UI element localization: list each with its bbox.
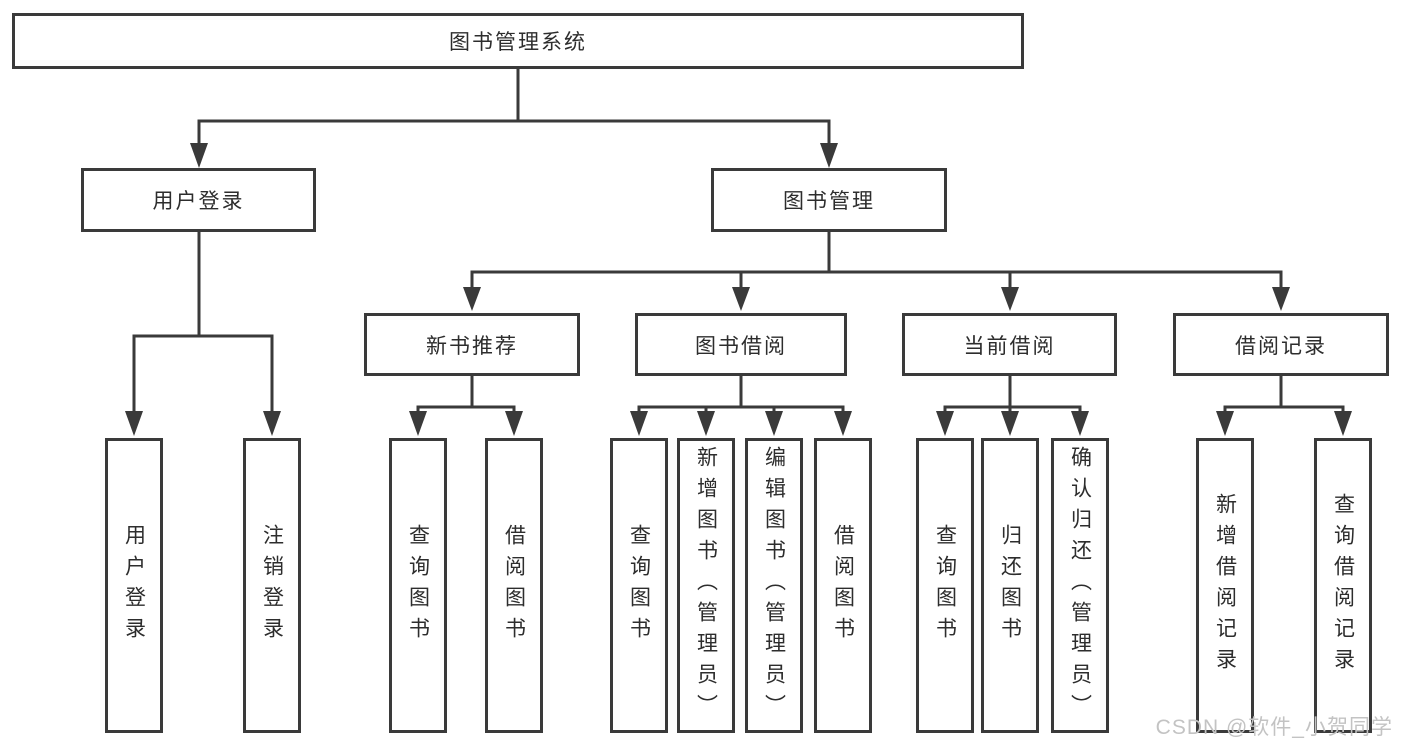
node-user-login: 用户登录 xyxy=(81,168,316,232)
leaf-query-books-recommend-label: 查询图书 xyxy=(406,523,430,648)
leaf-borrow-books-borrowing: 借阅图书 xyxy=(814,438,872,733)
leaf-add-books-admin-label: 新增图书（管理员） xyxy=(694,446,718,725)
leaf-add-borrow-record: 新增借阅记录 xyxy=(1196,438,1254,733)
leaf-return-books: 归还图书 xyxy=(981,438,1039,733)
leaf-edit-books-admin: 编辑图书（管理员） xyxy=(745,438,803,733)
leaf-add-borrow-record-label: 新增借阅记录 xyxy=(1213,492,1237,679)
leaf-query-borrow-record: 查询借阅记录 xyxy=(1314,438,1372,733)
node-library-management-system: 图书管理系统 xyxy=(12,13,1024,69)
leaf-logout: 注销登录 xyxy=(243,438,301,733)
node-borrowing-records: 借阅记录 xyxy=(1173,313,1389,376)
leaf-edit-books-admin-label: 编辑图书（管理员） xyxy=(762,446,786,725)
leaf-confirm-return-admin: 确认归还（管理员） xyxy=(1051,438,1109,733)
leaf-user-login: 用户登录 xyxy=(105,438,163,733)
leaf-user-login-label: 用户登录 xyxy=(122,523,146,648)
node-book-management: 图书管理 xyxy=(711,168,947,232)
watermark-text: CSDN @软件_小贺同学 xyxy=(1155,716,1393,739)
leaf-add-books-admin: 新增图书（管理员） xyxy=(677,438,735,733)
leaf-borrow-books-recommend-label: 借阅图书 xyxy=(502,523,526,648)
leaf-return-books-label: 归还图书 xyxy=(998,523,1022,648)
leaf-query-books-recommend: 查询图书 xyxy=(389,438,447,733)
leaf-borrow-books-borrowing-label: 借阅图书 xyxy=(831,523,855,648)
leaf-logout-label: 注销登录 xyxy=(260,523,284,648)
leaf-query-books-borrowing-label: 查询图书 xyxy=(627,523,651,648)
leaf-query-books-current: 查询图书 xyxy=(916,438,974,733)
leaf-query-books-current-label: 查询图书 xyxy=(933,523,957,648)
node-book-borrowing: 图书借阅 xyxy=(635,313,847,376)
node-current-borrowing: 当前借阅 xyxy=(902,313,1117,376)
node-new-book-recommendation: 新书推荐 xyxy=(364,313,580,376)
leaf-confirm-return-admin-label: 确认归还（管理员） xyxy=(1068,446,1092,725)
leaf-query-books-borrowing: 查询图书 xyxy=(610,438,668,733)
leaf-borrow-books-recommend: 借阅图书 xyxy=(485,438,543,733)
leaf-query-borrow-record-label: 查询借阅记录 xyxy=(1331,492,1355,679)
